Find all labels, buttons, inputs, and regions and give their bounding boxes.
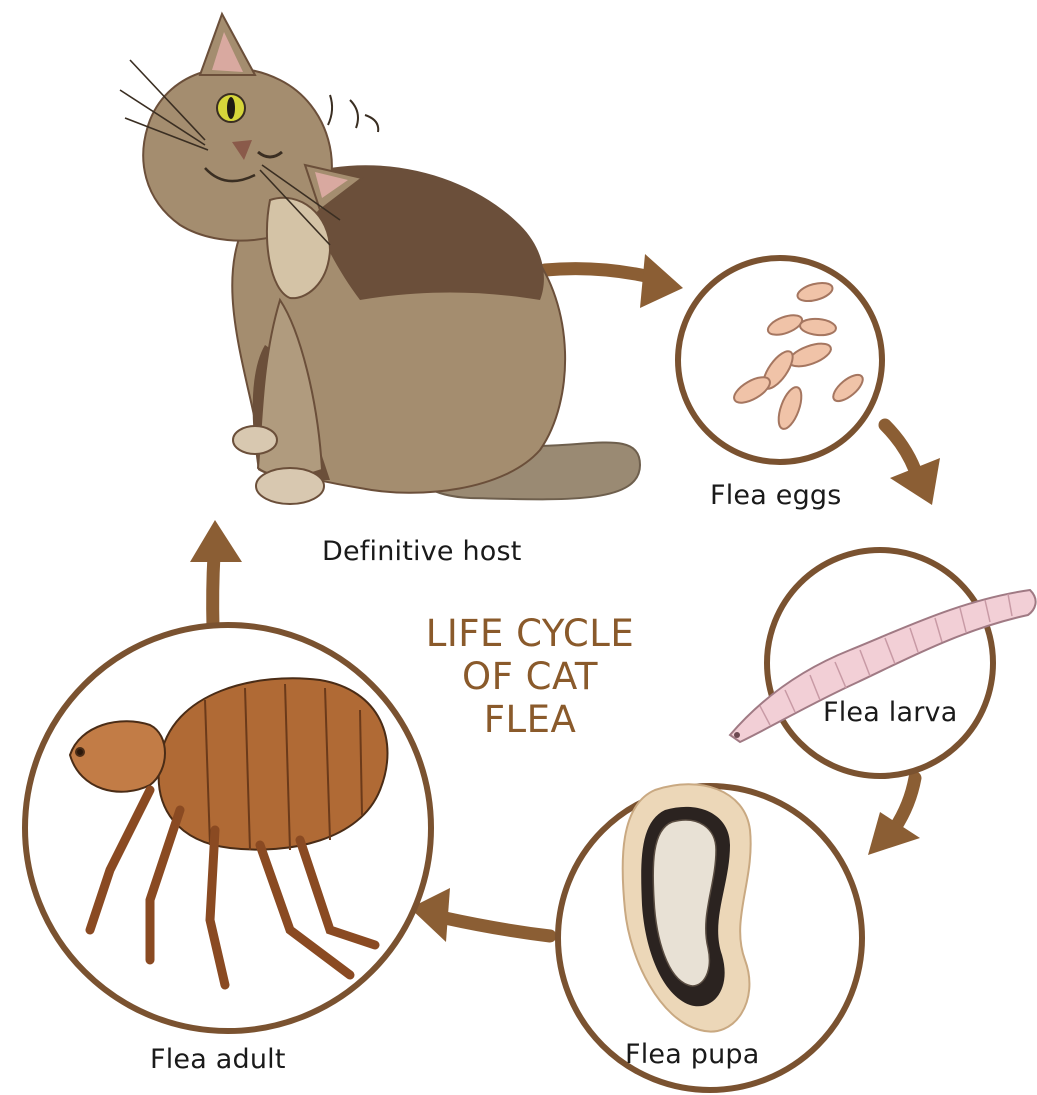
- label-flea-larva: Flea larva: [823, 697, 957, 728]
- title-line-2: OF CAT: [380, 655, 680, 698]
- arrow-eggs-to-larva: [885, 425, 915, 470]
- arrow-larva-to-pupa: [895, 778, 915, 828]
- arrowhead-host: [190, 520, 242, 562]
- arrow-pupa-to-adult: [445, 918, 550, 936]
- cat-pupil: [227, 97, 235, 119]
- label-flea-pupa: Flea pupa: [625, 1039, 760, 1070]
- cat-motion-marks: [328, 95, 378, 132]
- cat-front-paw: [256, 468, 324, 504]
- title-line-3: FLEA: [380, 698, 680, 741]
- diagram-title: LIFE CYCLE OF CAT FLEA: [380, 612, 680, 741]
- arrow-host-to-eggs: [545, 269, 655, 278]
- arrowhead-eggs: [640, 254, 683, 308]
- title-line-1: LIFE CYCLE: [380, 612, 680, 655]
- label-flea-adult: Flea adult: [150, 1044, 286, 1075]
- cat-back-paw: [233, 426, 277, 454]
- label-flea-eggs: Flea eggs: [710, 480, 842, 511]
- label-definitive-host: Definitive host: [322, 536, 522, 567]
- cat-illustration: [120, 14, 640, 504]
- arrow-adult-to-host: [213, 555, 214, 628]
